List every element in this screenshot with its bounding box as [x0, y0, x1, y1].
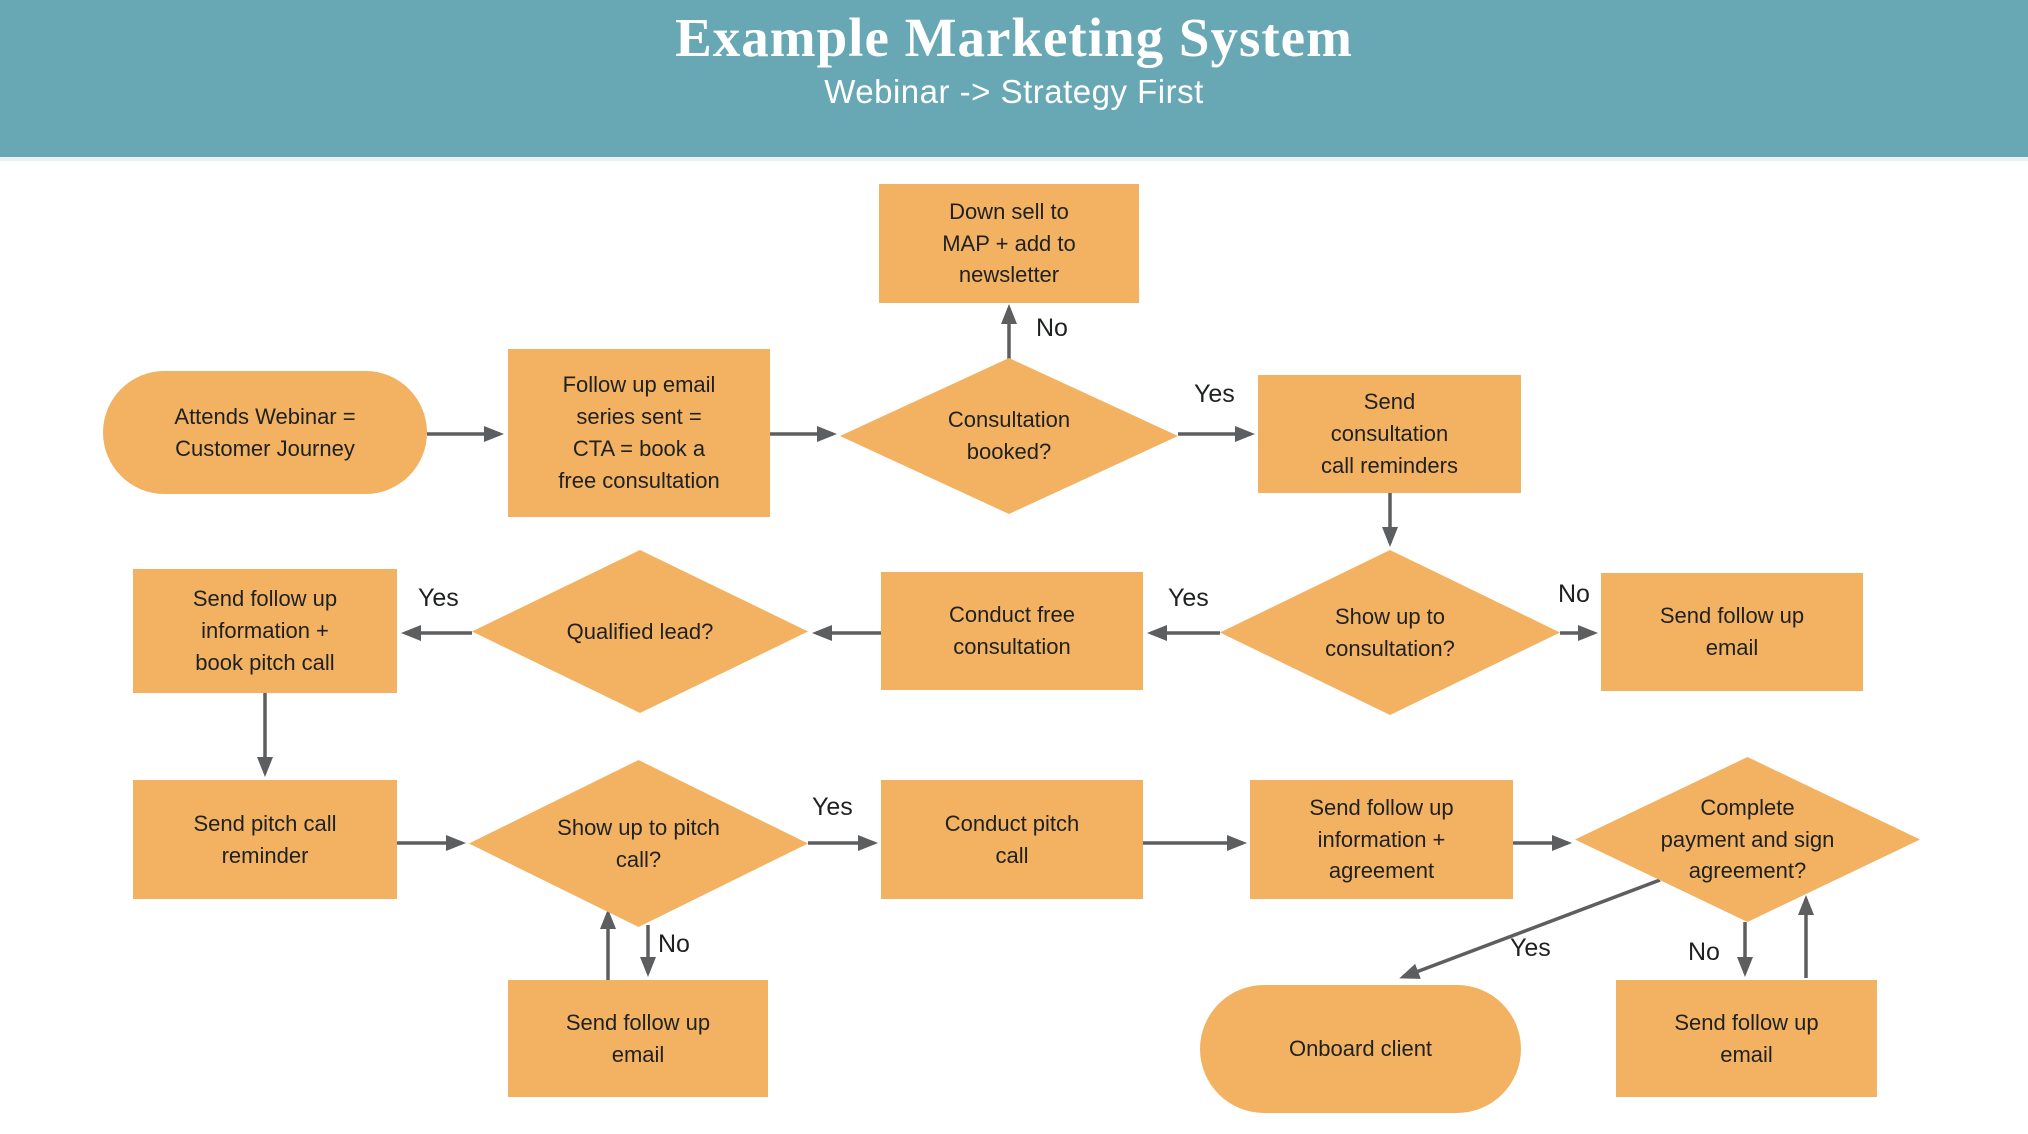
- edge-yes-to-onboard-client: [1399, 878, 1661, 979]
- edge-label-yes-consultation-booked: Yes: [1194, 380, 1235, 408]
- node-label: Consultation booked?: [947, 407, 1071, 464]
- node-label: Onboard client: [1288, 1036, 1433, 1062]
- node-label: Send follow up information + book pitch …: [192, 586, 338, 675]
- node-down-sell: Down sell to MAP + add to newsletter: [879, 184, 1139, 303]
- edge-label-no-show-up-pitch-call: No: [658, 930, 690, 958]
- node-send-follow-up-info-book-pitch: Send follow up information + book pitch …: [133, 569, 397, 693]
- node-label: Send follow up email: [1659, 603, 1805, 660]
- edge-label-yes-show-up-pitch-call: Yes: [812, 793, 853, 821]
- node-send-consultation-reminders: Send consultation call reminders: [1258, 375, 1521, 493]
- node-send-follow-up-info-agreement: Send follow up information + agreement: [1250, 780, 1513, 899]
- node-label: Send consultation call reminders: [1321, 389, 1458, 478]
- diamond-shape: [1575, 757, 1920, 922]
- node-label: Attends Webinar = Customer Journey: [174, 403, 356, 461]
- node-label: Send follow up email: [565, 1009, 711, 1067]
- page-title: Example Marketing System: [675, 7, 1353, 68]
- diamond-shape: [1220, 550, 1560, 715]
- node-onboard-client: Onboard client: [1200, 985, 1521, 1113]
- node-qualified-lead: Qualified lead?: [472, 550, 808, 713]
- edge-label-no-consultation-booked: No: [1036, 314, 1068, 342]
- header-band: Example Marketing System Webinar -> Stra…: [0, 0, 2028, 157]
- node-complete-payment: Complete payment and sign agreement?: [1575, 757, 1920, 922]
- page-subtitle: Webinar -> Strategy First: [824, 73, 1204, 110]
- node-send-follow-up-email-2: Send follow up email: [508, 980, 768, 1097]
- node-label: Show up to pitch call?: [557, 814, 720, 872]
- edge-label-yes-qualified-lead: Yes: [418, 584, 459, 612]
- node-conduct-pitch-call: Conduct pitch call: [881, 780, 1143, 899]
- node-label: Complete payment and sign agreement?: [1660, 794, 1835, 884]
- node-send-pitch-call-reminder: Send pitch call reminder: [133, 780, 397, 899]
- diamond-shape: [472, 550, 808, 713]
- node-show-up-pitch-call: Show up to pitch call?: [469, 760, 808, 927]
- node-label: Conduct free consultation: [949, 602, 1075, 659]
- node-label: Show up to consultation?: [1325, 603, 1455, 661]
- node-conduct-free-consultation: Conduct free consultation: [881, 572, 1143, 690]
- node-send-follow-up-email-3: Send follow up email: [1616, 980, 1877, 1097]
- node-follow-up-email-series: Follow up email series sent = CTA = book…: [508, 349, 770, 517]
- node-consultation-booked: Consultation booked?: [840, 358, 1178, 514]
- node-attends-webinar: Attends Webinar = Customer Journey: [103, 371, 427, 494]
- node-send-follow-up-email-1: Send follow up email: [1601, 573, 1863, 691]
- header-underline: [0, 157, 2028, 161]
- edge-label-yes-show-up-consultation: Yes: [1168, 584, 1209, 612]
- diamond-shape: [469, 760, 808, 927]
- node-label: Send pitch call reminder: [193, 810, 337, 868]
- diamond-shape: [840, 358, 1178, 514]
- edge-label-yes-complete-payment: Yes: [1510, 934, 1551, 962]
- node-label: Down sell to MAP + add to newsletter: [942, 198, 1076, 288]
- node-label: Follow up email series sent = CTA = book…: [558, 372, 720, 493]
- node-show-up-consultation: Show up to consultation?: [1220, 550, 1560, 715]
- edge-label-no-complete-payment: No: [1688, 938, 1720, 966]
- edge-label-no-show-up-consultation: No: [1558, 580, 1590, 608]
- node-label: Conduct pitch call: [944, 810, 1080, 868]
- node-label: Send follow up information + agreement: [1309, 794, 1454, 884]
- node-label: Qualified lead?: [566, 618, 714, 644]
- node-label: Send follow up email: [1674, 1009, 1819, 1067]
